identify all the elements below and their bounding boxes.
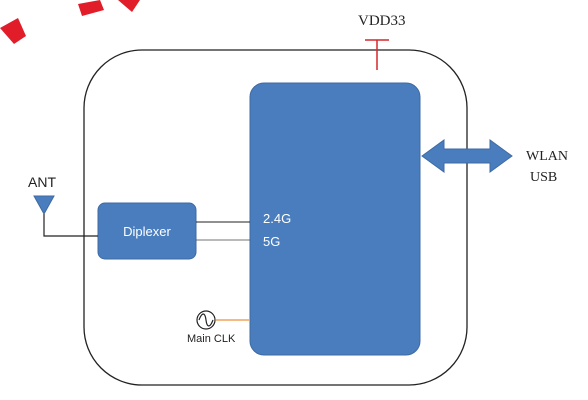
watermark-fragment	[0, 0, 140, 44]
vdd33-label: VDD33	[358, 13, 406, 29]
antenna-icon	[33, 195, 98, 237]
wlan-label: WLAN	[526, 149, 568, 164]
diplexer-label: Diplexer	[123, 224, 171, 239]
double-arrow-icon	[421, 139, 513, 173]
sine-wave-icon	[196, 310, 216, 330]
band-5g-label: 5G	[263, 234, 280, 249]
module-outline	[83, 49, 468, 386]
usb-label: USB	[530, 170, 557, 185]
main-chip-block	[249, 82, 421, 356]
vdd33-pin	[365, 39, 389, 70]
band-24g-label: 2.4G	[263, 211, 291, 226]
main-clk-label: Main CLK	[187, 333, 236, 345]
ant-label: ANT	[28, 174, 56, 190]
diplexer-block	[97, 202, 197, 260]
